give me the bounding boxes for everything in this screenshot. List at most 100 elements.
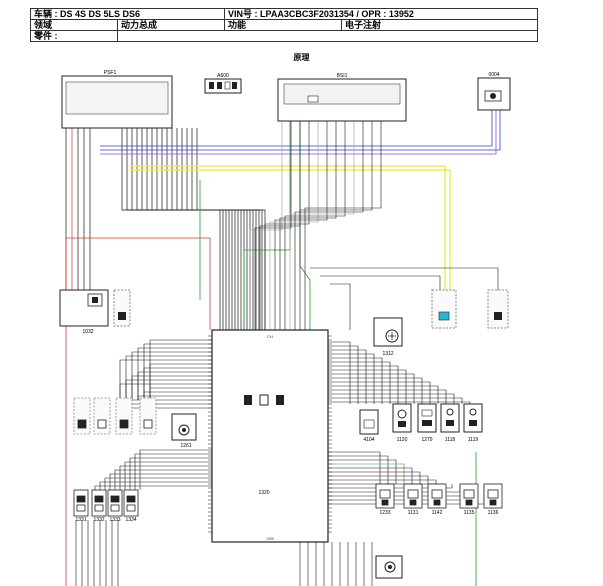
ecu-right-wire xyxy=(328,353,375,404)
ecu-right-wire xyxy=(328,373,415,404)
c1332-label: 1332 xyxy=(93,517,104,523)
c1135-body xyxy=(463,489,475,499)
ecu-left-wire xyxy=(125,379,212,400)
ecu-left-wire xyxy=(125,355,212,400)
c1331-pin2 xyxy=(76,504,86,512)
c1312-component[interactable]: 1312 xyxy=(373,317,403,357)
components: PSF1 A600 BSI1 0004 xyxy=(59,70,511,579)
c1320-label: 1320 xyxy=(258,490,269,496)
c1334-pin xyxy=(126,495,136,503)
ecu-left-wire xyxy=(119,383,212,400)
ecu-left-wire xyxy=(143,367,212,400)
dashed-sensor-body xyxy=(97,419,107,429)
bsi1-ecu-wire xyxy=(279,121,337,330)
can-blue-wire-2 xyxy=(100,110,493,147)
c1333-component xyxy=(107,489,123,517)
c1136-pin xyxy=(489,499,497,506)
psf1-ecu-wire xyxy=(176,128,254,330)
psf1-ecu-wire xyxy=(151,128,239,330)
ecu-left-wire xyxy=(125,400,212,405)
c1142-label: 1142 xyxy=(432,510,443,516)
dashed-sensor xyxy=(115,397,133,435)
bottom-sensor[interactable] xyxy=(375,555,403,579)
psf1-ecu-wire xyxy=(131,128,227,330)
dashed-module-right[interactable] xyxy=(487,289,509,329)
c1333-label: 1333 xyxy=(109,517,120,523)
psf1-ecu-wire xyxy=(181,128,257,330)
ecu-left-wire xyxy=(149,387,212,400)
ecu-right-wire xyxy=(328,365,399,404)
c1261-component[interactable]: 1261 xyxy=(171,413,197,449)
c1332-pin2 xyxy=(94,504,104,512)
a600-label: A600 xyxy=(217,73,229,79)
ecu-coil-wire xyxy=(129,457,212,490)
c1279-component[interactable]: 1279 xyxy=(417,403,437,443)
ecu-injector-wire xyxy=(328,475,429,484)
c1118-component[interactable]: 1118 xyxy=(440,403,460,443)
green-wire-2 xyxy=(243,121,291,330)
c1032-component[interactable]: 1032 xyxy=(59,289,109,335)
svg-text:CMI: CMI xyxy=(266,536,273,541)
ecu-right-wire xyxy=(328,397,463,404)
ecu-coil-wire xyxy=(109,473,212,490)
ecu-injector-wire xyxy=(328,463,405,484)
c1233-body xyxy=(379,489,391,499)
c1332-component xyxy=(91,489,107,517)
c1120-component[interactable]: 1120 xyxy=(392,403,412,443)
c0004-component[interactable]: 0004 xyxy=(477,72,511,111)
a600-component[interactable]: A600 xyxy=(204,73,242,94)
header-table: 车辆 : DS 4S DS 5LS DS6 VIN号 : LPAA3CBC3F2… xyxy=(30,8,538,42)
parts-value xyxy=(117,30,538,42)
c1279-label: 1279 xyxy=(421,437,432,443)
c1135-pin xyxy=(465,499,473,506)
c1131-pin xyxy=(409,499,417,506)
ecu-left-wire xyxy=(131,375,212,400)
ecu-left-wire xyxy=(149,363,212,400)
c0004-label: 0004 xyxy=(488,72,499,78)
wires xyxy=(65,110,501,586)
psf1-ecu-wire xyxy=(126,128,224,330)
ecu-right-wire xyxy=(328,381,431,404)
psf1-component[interactable]: PSF1 xyxy=(61,70,173,129)
bsi1-ecu-wire xyxy=(249,121,283,330)
c1120-label: 1120 xyxy=(397,437,408,443)
ecu-left-wire xyxy=(149,339,212,400)
yellow-wire-2 xyxy=(130,169,451,290)
dashed-module-cyan[interactable] xyxy=(431,289,457,329)
c4104-component[interactable]: 4104 xyxy=(359,409,379,443)
parts-label: 零件 : xyxy=(30,30,118,42)
ecu-coil-wire xyxy=(134,453,212,490)
ecu-right-wire xyxy=(328,357,383,404)
can-purple-wire xyxy=(100,110,497,155)
dashed-sensor-body xyxy=(143,419,153,429)
ecu-left-wire xyxy=(137,395,212,400)
ecu-right-wire xyxy=(328,377,423,404)
c1333-pin xyxy=(110,495,120,503)
c1135-label: 1135 xyxy=(464,510,475,516)
c1142-pin xyxy=(433,499,441,506)
c1332-pin xyxy=(94,495,104,503)
c1334-label: 1334 xyxy=(125,517,136,523)
ecu-right-wire xyxy=(328,389,447,404)
psf1-label: PSF1 xyxy=(104,70,117,76)
c1320-ecu[interactable]: CH CMI 1320 xyxy=(211,329,329,543)
ecu-right-wire xyxy=(328,393,455,404)
ecu-right-wire xyxy=(328,341,351,404)
bsi1-component[interactable]: BSI1 xyxy=(277,73,407,122)
bsi1-ecu-wire xyxy=(274,121,328,330)
c1334-component xyxy=(123,489,139,517)
dashed-sensor xyxy=(73,397,91,435)
ecu-right-wire xyxy=(328,345,359,404)
dashed-module-left[interactable] xyxy=(113,289,131,327)
right-feed-wire-3 xyxy=(330,283,351,330)
bsi1-label: BSI1 xyxy=(337,73,348,79)
bsi1-ecu-wire xyxy=(264,121,310,330)
c1032-label: 1032 xyxy=(82,329,93,335)
dashed-sensor-body xyxy=(119,419,129,429)
c1119-component[interactable]: 1119 xyxy=(463,403,483,443)
ecu-injector-wire xyxy=(328,455,389,484)
c1233-label: 1233 xyxy=(379,510,390,516)
right-feed-wire xyxy=(310,267,499,290)
diagram-title: 原理 xyxy=(293,53,310,62)
